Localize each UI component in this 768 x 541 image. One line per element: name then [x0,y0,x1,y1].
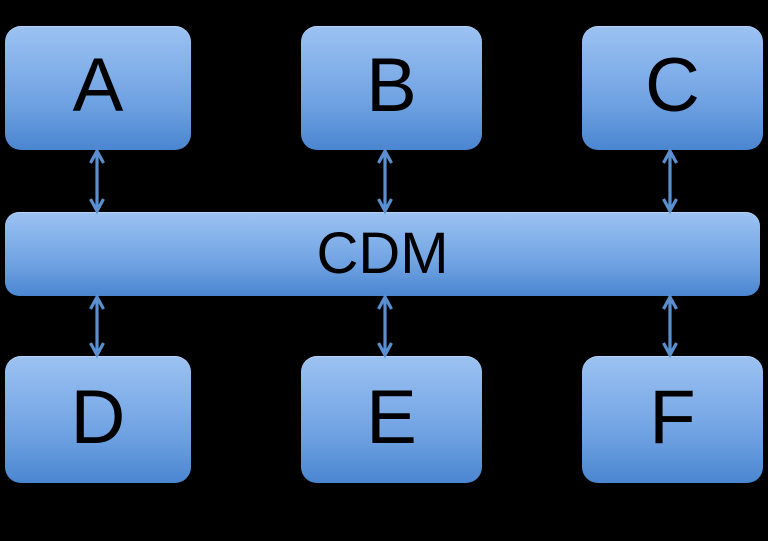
connector-b-cdm [375,147,395,215]
connector-cdm-f [660,293,680,359]
node-d[interactable]: D [5,356,191,483]
node-f-label: F [649,374,696,460]
connector-c-cdm [660,147,680,215]
connector-cdm-d [87,293,107,359]
node-d-label: D [70,374,126,460]
node-a-label: A [72,43,124,128]
node-b-label: B [366,43,417,128]
connector-a-cdm [87,147,107,215]
node-b[interactable]: B [301,26,482,150]
node-e-label: E [366,374,417,460]
node-c-label: C [645,43,700,128]
connector-cdm-e [375,293,395,359]
node-cdm-hub[interactable]: CDM [5,212,760,296]
node-c[interactable]: C [582,26,763,150]
node-e[interactable]: E [301,356,482,483]
node-a[interactable]: A [5,26,191,150]
node-f[interactable]: F [582,356,763,483]
node-cdm-label: CDM [316,220,449,286]
